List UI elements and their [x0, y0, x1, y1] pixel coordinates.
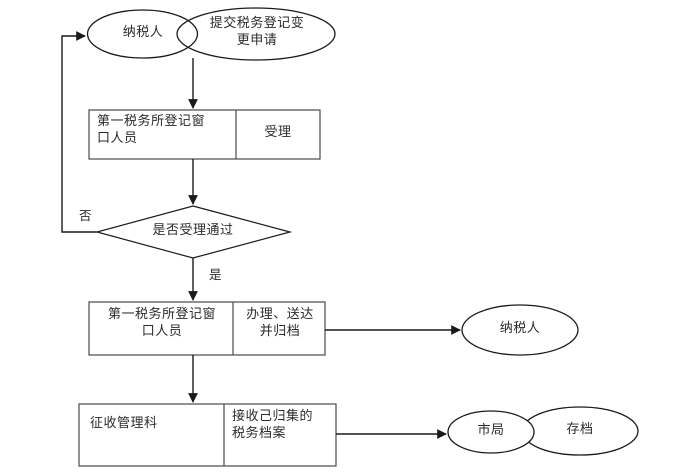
- ellipse-taxpayer-end: [461, 304, 579, 356]
- box-row3: [78, 403, 337, 467]
- box-row2: [88, 301, 326, 356]
- edge-decision-no-to-taxpayer-start: [61, 31, 97, 233]
- ellipse-archive-storage: [521, 406, 639, 456]
- box-row1: [88, 109, 321, 160]
- edge-label-decision-no: 否: [79, 208, 92, 223]
- edge-label-decision-yes: 是: [209, 267, 222, 282]
- ellipse-taxpayer-start: [86, 9, 199, 59]
- ellipse-submit-request: [176, 7, 336, 61]
- diamond-decision-accept: [94, 205, 293, 259]
- ellipse-city-bureau: [447, 410, 535, 454]
